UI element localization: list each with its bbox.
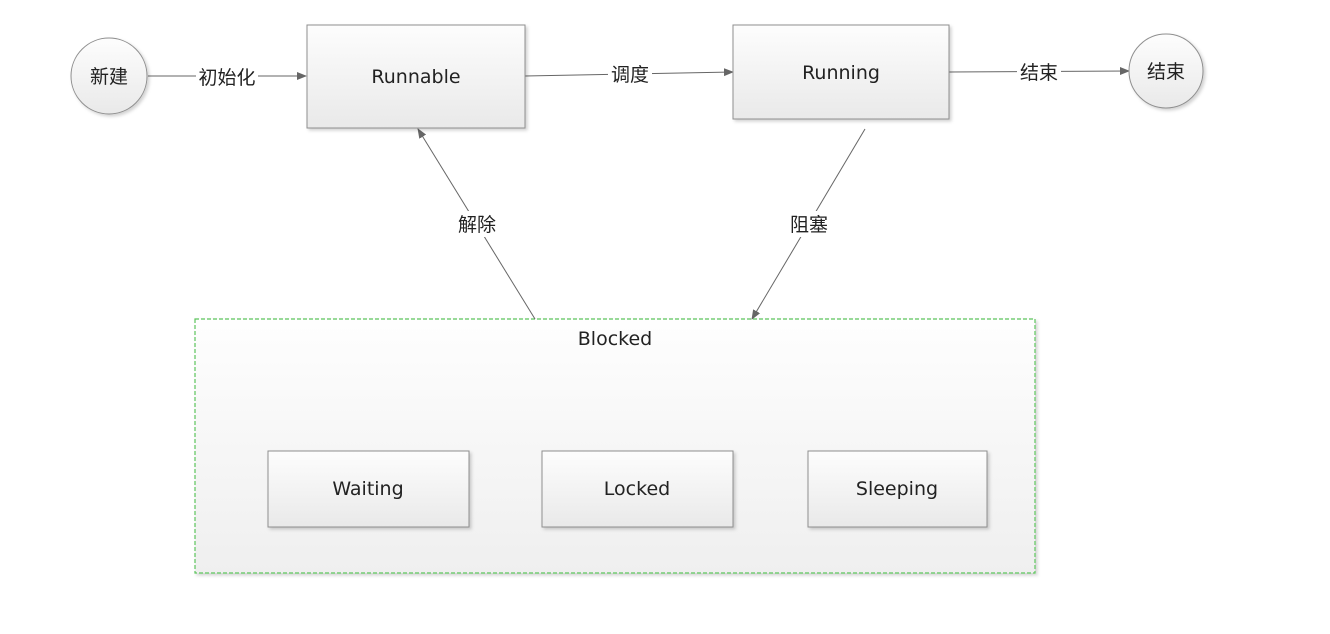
edges: 初始化 调度 结束 阻塞 解除 <box>148 59 1130 320</box>
node-sleeping-label: Sleeping <box>856 478 938 500</box>
node-waiting-label: Waiting <box>332 478 403 500</box>
node-running-label: Running <box>802 62 880 84</box>
node-new-label: 新建 <box>90 66 128 88</box>
edge-init-label-bg <box>196 63 258 89</box>
edge-finish-label: 结束 <box>1020 62 1058 84</box>
node-new: 新建 <box>70 37 148 115</box>
node-locked: Locked <box>541 450 734 528</box>
node-waiting: Waiting <box>267 450 470 528</box>
edge-release-label-bg <box>454 211 500 237</box>
edge-schedule-label: 调度 <box>611 64 649 86</box>
edge-schedule-label-bg <box>608 61 652 87</box>
blocked-label: Blocked <box>578 328 652 350</box>
edge-block-label: 阻塞 <box>790 214 828 236</box>
node-runnable-label: Runnable <box>371 66 460 88</box>
node-running: Running <box>732 24 950 120</box>
node-runnable: Runnable <box>306 24 526 129</box>
node-end-label: 结束 <box>1147 61 1185 83</box>
edge-init-label: 初始化 <box>198 67 255 89</box>
node-end: 结束 <box>1128 33 1204 109</box>
edge-finish-label-bg <box>1017 59 1061 85</box>
blocked-container: Blocked <box>194 318 1036 574</box>
edge-release-label: 解除 <box>458 214 496 236</box>
node-sleeping: Sleeping <box>807 450 988 528</box>
node-locked-label: Locked <box>604 478 670 500</box>
edge-block-label-bg <box>786 211 832 237</box>
